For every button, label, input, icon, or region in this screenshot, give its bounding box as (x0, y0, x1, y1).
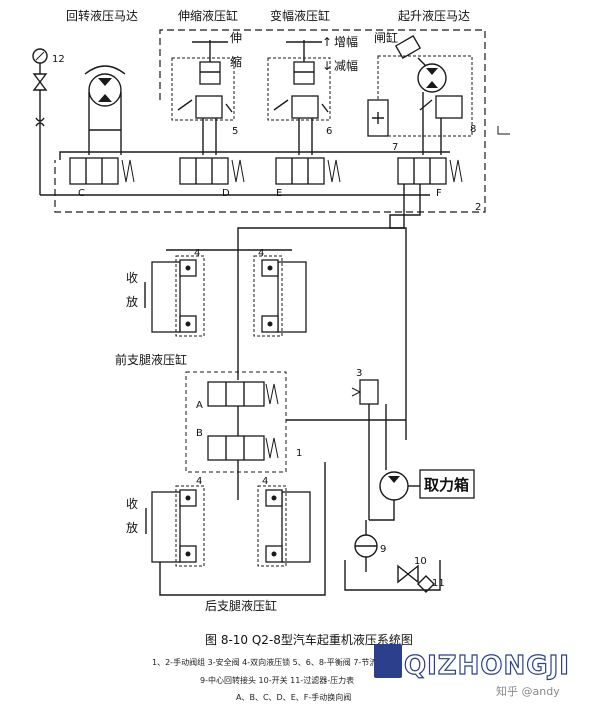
label-valve-c: C (78, 188, 85, 199)
slew-motor-symbol (84, 65, 126, 155)
label-8: 8 (470, 124, 476, 135)
label-6: 6 (326, 126, 332, 137)
label-luffing-cylinder: 变幅液压缸 (270, 8, 330, 23)
drain-symbol (497, 126, 510, 135)
valve-b[interactable] (207, 435, 279, 461)
rear-return-line (159, 462, 326, 596)
oil-tank (344, 560, 441, 591)
label-12: 12 (52, 54, 65, 65)
label-rear-extend: 放 (126, 520, 138, 535)
valve-f[interactable] (397, 157, 463, 185)
label-pto: 取力箱 (424, 476, 469, 494)
pump-suction (369, 500, 395, 521)
label-4-rear-right: 4 (262, 476, 268, 487)
rear-outrigger-left (151, 485, 205, 567)
safety-valve-3 (351, 379, 379, 405)
label-luff-up: 增幅 (334, 34, 358, 49)
label-10: 10 (414, 556, 427, 567)
valve-e[interactable] (275, 157, 341, 185)
front-outrigger-left (151, 249, 240, 337)
switch-10[interactable] (397, 564, 419, 584)
telescopic-cylinder-symbol (171, 40, 235, 155)
pump-symbol (379, 471, 420, 501)
valve-group-boundary (54, 29, 486, 213)
label-valve-e: E (276, 188, 282, 199)
watermark-credit: 知乎 @andy (496, 684, 560, 698)
label-7: 7 (392, 142, 398, 153)
watermark-logo: QIZHONGJI (374, 644, 570, 682)
label-9: 9 (380, 544, 386, 555)
pto-box (419, 469, 475, 499)
return-line-left (59, 151, 75, 160)
caption-line-2: 9-中心回转接头 10-开关 11-过滤器-压力表 (200, 675, 354, 685)
label-valve-f: F (436, 188, 442, 199)
valve-a[interactable] (207, 381, 279, 407)
label-valve-d: D (222, 188, 230, 199)
label-11: 11 (432, 578, 445, 589)
filter-pressure-gauge-11 (417, 575, 435, 593)
label-front-extend: 放 (126, 294, 138, 309)
label-front-retract: 收 (126, 271, 138, 285)
label-valve-b: B (196, 428, 203, 439)
arrow-luff-up: ↑ (322, 35, 332, 49)
label-retract: 缩 (230, 54, 242, 69)
label-hoist-motor: 起升液压马达 (398, 8, 470, 23)
pressure-line-down (237, 184, 405, 250)
label-front-outriggers: 前支腿液压缸 (115, 352, 187, 367)
svg-text:QIZHONGJI: QIZHONGJI (404, 651, 570, 681)
label-rear-outriggers: 后支腿液压缸 (205, 598, 277, 613)
label-slew-motor: 回转液压马达 (66, 8, 138, 23)
label-rear-retract: 收 (126, 497, 138, 511)
label-3: 3 (356, 368, 362, 379)
pressure-line-right (389, 184, 421, 440)
caption-line-1: 1、2-手动阀组 3-安全阀 4-双向液压锁 5、6、8-平衡阀 7-节流阀 (152, 657, 385, 667)
label-luff-down: 减幅 (334, 58, 358, 73)
valve-group-1-boundary (185, 371, 287, 473)
valve-d[interactable] (179, 157, 245, 185)
caption-title: 图 8-10 Q2-8型汽车起重机液压系统图 (205, 632, 413, 647)
label-1: 1 (296, 448, 302, 459)
label-extend: 伸 (230, 31, 242, 45)
valve-c[interactable] (69, 157, 135, 185)
label-4-rear-left: 4 (196, 476, 202, 487)
label-4-front-right: 4 (258, 248, 264, 259)
label-4-front-left: 4 (194, 248, 200, 259)
caption-line-3: A、B、C、D、E、F-手动换向阀 (236, 692, 351, 702)
arrow-luff-down: ↓ (322, 59, 332, 73)
pressure-gauge-12 (32, 48, 430, 196)
center-swivel-joint-9 (354, 520, 378, 572)
hoist-motor-symbol (367, 35, 473, 155)
label-valve-a: A (196, 400, 203, 411)
front-outrigger-right (240, 249, 307, 337)
label-telescopic-cylinder: 伸缩液压缸 (178, 8, 238, 23)
rear-outrigger-right (257, 485, 311, 567)
label-brake-cylinder: 闸缸 (374, 30, 398, 45)
luffing-cylinder-symbol (267, 40, 331, 155)
label-5: 5 (232, 126, 238, 137)
label-2: 2 (475, 202, 481, 213)
